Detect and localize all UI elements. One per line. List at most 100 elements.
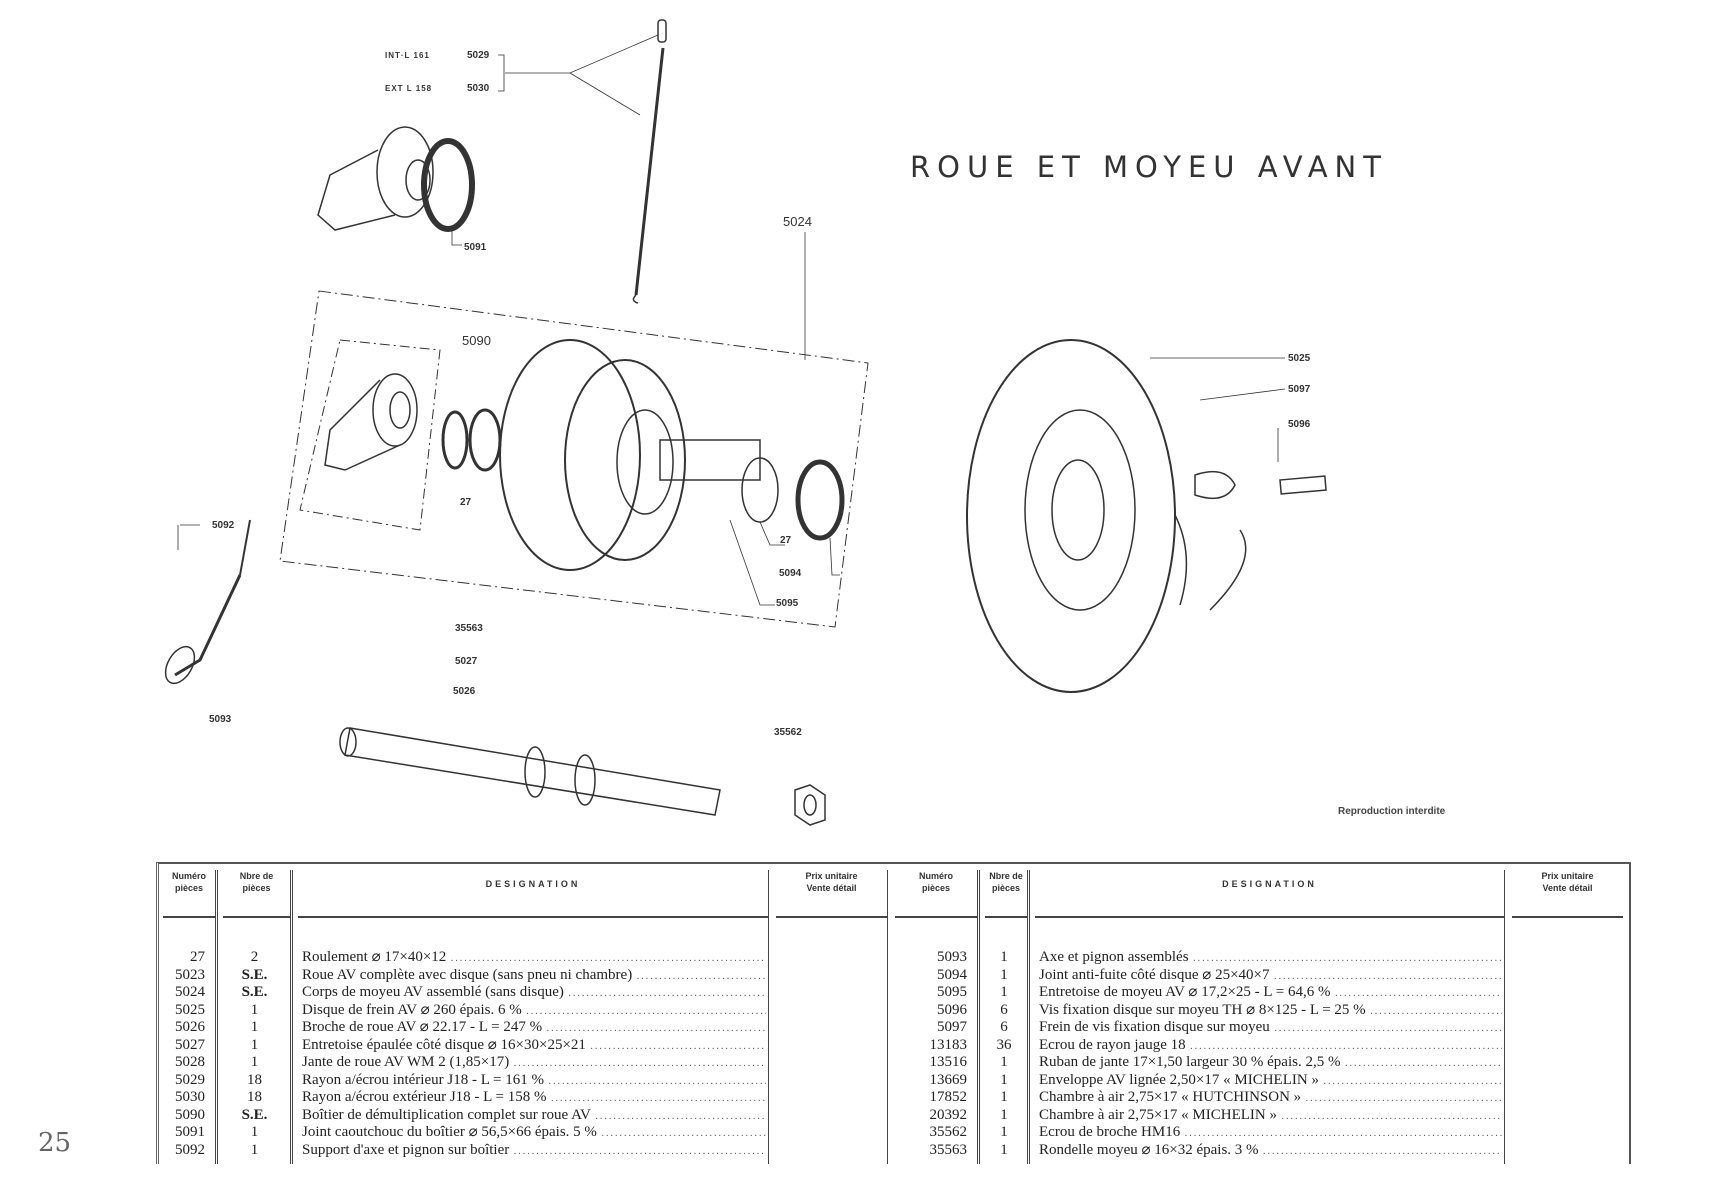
part-number: 27 xyxy=(190,949,205,965)
column-divider xyxy=(981,870,1030,1164)
right-header-numero: Numéro pièces xyxy=(918,871,953,893)
part-number: 5026 xyxy=(175,1019,205,1035)
label-5093: 5093 xyxy=(209,714,232,725)
part-designation: Ecrou de rayon jauge 18 xyxy=(1039,1037,1502,1055)
part-quantity: 1 xyxy=(250,1141,259,1158)
part-designation: Chambre à air 2,75×17 « HUTCHINSON » xyxy=(1039,1089,1502,1107)
parts-table: Numéro pièces Nbre de pièces DESIGNATION Pr… xyxy=(156,862,1631,1164)
header-rule xyxy=(776,916,887,918)
part-number: 20392 xyxy=(929,1106,968,1123)
part-designation: Chambre à air 2,75×17 « MICHELIN » xyxy=(1039,1107,1502,1125)
part-designation: Boîtier de démultiplication complet sur … xyxy=(302,1107,766,1125)
part-number: 35563 xyxy=(929,1141,968,1158)
part-number: 13183 xyxy=(929,1036,968,1053)
column-divider xyxy=(772,870,888,1164)
part-designation: Axe et pignon assemblés xyxy=(1039,949,1502,967)
part-number: 5029 xyxy=(175,1071,205,1088)
part-quantity: 1 xyxy=(250,1036,259,1053)
header-rule xyxy=(298,916,768,918)
right-header-prix: Prix unitaire Vente détail xyxy=(1541,871,1594,893)
part-quantity: 1 xyxy=(1000,1141,1008,1158)
part-designation: Roulement ⌀ 17×40×12 xyxy=(302,949,766,967)
part-number: 5024 xyxy=(175,984,205,1000)
label-5095: 5095 xyxy=(776,598,799,609)
left-header-prix: Prix unitaire Vente détail xyxy=(805,871,858,893)
part-designation: Rayon a/écrou extérieur J18 - L = 158 % xyxy=(302,1089,766,1107)
part-designation: Broche de roue AV ⌀ 22.17 - L = 247 % xyxy=(302,1019,766,1037)
part-designation: Frein de vis fixation disque sur moyeu xyxy=(1039,1019,1502,1037)
part-quantity: 36 xyxy=(996,1036,1012,1053)
part-number: 5023 xyxy=(175,966,205,983)
part-designation: Support d'axe et pignon sur boîtier xyxy=(302,1142,766,1160)
part-quantity: 1 xyxy=(1000,966,1008,983)
part-number: 5091 xyxy=(175,1124,205,1140)
part-number: 5028 xyxy=(175,1054,205,1070)
header-rule xyxy=(1512,916,1623,918)
part-number: 13516 xyxy=(929,1054,968,1070)
part-number: 17852 xyxy=(929,1089,968,1105)
label-ext-l158: EXT L 158 xyxy=(385,84,432,93)
column-divider xyxy=(1031,870,1505,1164)
label-5091: 5091 xyxy=(464,242,487,253)
part-quantity: S.E. xyxy=(241,984,268,1000)
label-27b: 27 xyxy=(780,535,792,546)
part-designation: Disque de frein AV ⌀ 260 épais. 6 % xyxy=(302,1002,766,1020)
part-quantity: 2 xyxy=(250,949,259,965)
part-number: 35562 xyxy=(929,1124,968,1140)
label-27a: 27 xyxy=(460,497,472,508)
label-5092: 5092 xyxy=(212,520,235,531)
part-designation: Joint anti-fuite côté disque ⌀ 25×40×7 xyxy=(1039,967,1502,985)
part-quantity: 1 xyxy=(1000,949,1008,965)
part-designation: Rondelle moyeu ⌀ 16×32 épais. 3 % xyxy=(1039,1142,1502,1160)
part-quantity: 1 xyxy=(1000,1071,1008,1088)
part-designation: Roue AV complète avec disque (sans pneu … xyxy=(302,967,766,985)
label-5097: 5097 xyxy=(1288,384,1311,395)
part-number: 5092 xyxy=(175,1141,205,1158)
part-quantity: 6 xyxy=(1000,1019,1008,1035)
label-5030: 5030 xyxy=(467,83,490,94)
label-5024: 5024 xyxy=(783,214,812,229)
left-header-nbre: Nbre de pièces xyxy=(239,871,274,893)
label-5096: 5096 xyxy=(1288,419,1311,430)
part-quantity: 1 xyxy=(250,1001,259,1018)
header-rule xyxy=(1035,916,1504,918)
brake-disc-drawing xyxy=(966,339,1327,693)
header-rule xyxy=(163,916,215,918)
part-designation: Ecrou de broche HM16 xyxy=(1039,1124,1502,1142)
part-quantity: 1 xyxy=(1000,1124,1008,1140)
part-number: 5097 xyxy=(937,1019,967,1035)
part-number: 5025 xyxy=(175,1001,205,1018)
part-quantity: 1 xyxy=(1000,1054,1008,1070)
right-header-nbre: Nbre de pièces xyxy=(989,871,1023,893)
label-35563: 35563 xyxy=(455,623,483,634)
pinion-axle-drawing xyxy=(164,519,251,685)
label-5026: 5026 xyxy=(453,686,476,697)
hub-drawing xyxy=(324,339,845,606)
right-header-designation: DESIGNATION xyxy=(1222,879,1317,889)
part-designation: Ruban de jante 17×1,50 largeur 30 % épai… xyxy=(1039,1054,1502,1072)
label-5027: 5027 xyxy=(455,656,478,667)
page-title: ROUE ET MOYEU AVANT xyxy=(910,150,1388,184)
part-quantity: 1 xyxy=(250,1019,259,1035)
part-designation: Jante de roue AV WM 2 (1,85×17) xyxy=(302,1054,766,1072)
part-number: 5094 xyxy=(937,966,967,983)
column-divider xyxy=(294,870,769,1164)
label-int-l161: INT·L 161 xyxy=(385,51,430,60)
page-number: 25 xyxy=(38,1128,72,1158)
part-quantity: 6 xyxy=(1000,1001,1008,1018)
part-quantity: S.E. xyxy=(241,966,268,983)
part-quantity: S.E. xyxy=(241,1106,268,1123)
part-designation: Vis fixation disque sur moyeu TH ⌀ 8×125… xyxy=(1039,1002,1502,1020)
label-5090: 5090 xyxy=(462,333,491,348)
gear-housing-seal-drawing xyxy=(317,126,475,246)
part-designation: Entretoise de moyeu AV ⌀ 17,2×25 - L = 6… xyxy=(1039,984,1502,1002)
part-designation: Entretoise épaulée côté disque ⌀ 16×30×2… xyxy=(302,1037,766,1055)
header-rule xyxy=(223,916,290,918)
reproduction-note: Reproduction interdite xyxy=(1338,806,1446,817)
header-rule xyxy=(895,916,977,918)
wheel-spindle-drawing xyxy=(339,727,826,826)
part-number: 5090 xyxy=(175,1106,205,1123)
part-number: 5027 xyxy=(175,1036,205,1053)
part-number: 13669 xyxy=(929,1071,968,1088)
